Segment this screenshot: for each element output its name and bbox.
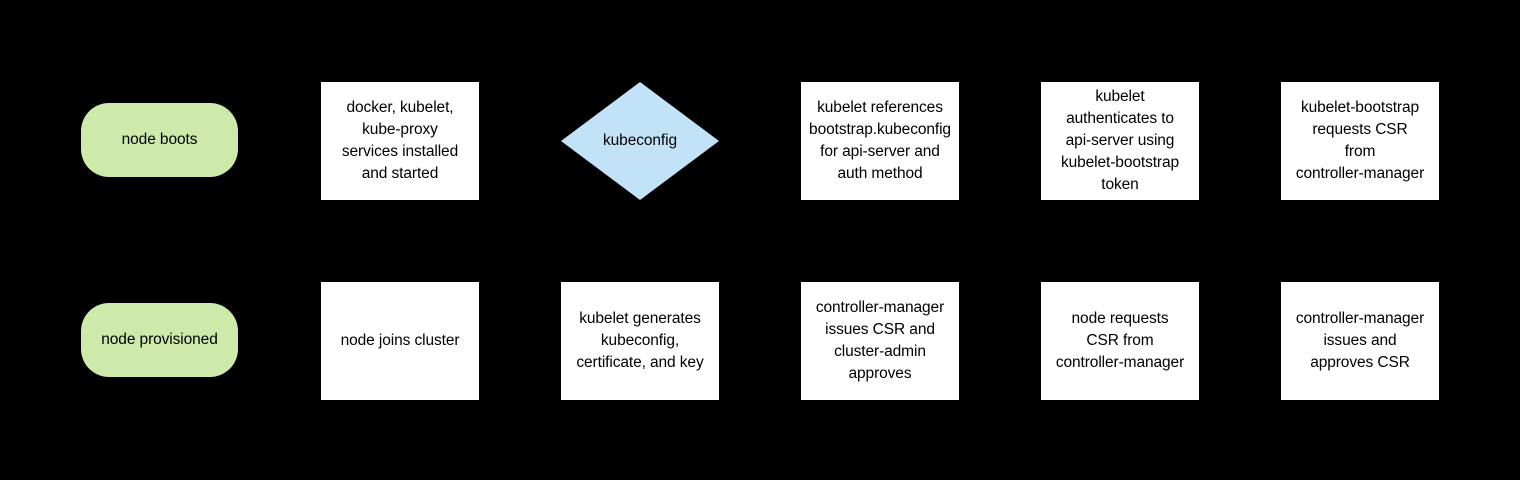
flow-node-label: node boots	[121, 131, 198, 148]
flow-node-services-installed[interactable]: docker, kubelet, kube-proxy services ins…	[321, 82, 479, 200]
flow-node-label: kubelet-bootstrap requests CSR from cont…	[1295, 99, 1425, 182]
flow-node-label: kubelet references bootstrap.kubeconfig …	[809, 99, 951, 182]
flow-node-label: node joins cluster	[340, 332, 460, 349]
flow-node-label: controller-manager issues CSR and cluste…	[815, 299, 945, 382]
flow-node-kubelet-generates-kubeconfig[interactable]: kubelet generates kubeconfig, certificat…	[561, 282, 719, 400]
flow-node-label: docker, kubelet, kube-proxy services ins…	[341, 99, 459, 182]
flow-node-kubeconfig-decision[interactable]: kubeconfig	[561, 82, 719, 200]
flow-node-controller-manager-approves-csr[interactable]: controller-manager issues and approves C…	[1281, 282, 1439, 400]
flow-node-node-provisioned[interactable]: node provisioned	[81, 303, 238, 377]
flow-node-label: kubeconfig	[603, 132, 677, 149]
flow-node-kubelet-authenticates[interactable]: kubelet authenticates to api-server usin…	[1041, 82, 1199, 200]
flow-node-label: kubelet generates kubeconfig, certificat…	[576, 310, 704, 371]
flow-node-node-requests-csr[interactable]: node requests CSR from controller-manage…	[1041, 282, 1199, 400]
flow-node-controller-manager-issues-csr[interactable]: controller-manager issues CSR and cluste…	[801, 282, 959, 400]
flow-node-label: node provisioned	[101, 331, 218, 348]
flow-node-label: node requests CSR from controller-manage…	[1055, 310, 1185, 371]
flow-node-kubelet-bootstrap-requests-csr[interactable]: kubelet-bootstrap requests CSR from cont…	[1281, 82, 1439, 200]
flow-node-kubelet-references-bootstrap[interactable]: kubelet references bootstrap.kubeconfig …	[801, 82, 959, 200]
flow-node-label: kubelet authenticates to api-server usin…	[1060, 88, 1180, 193]
flow-node-node-boots[interactable]: node boots	[81, 103, 238, 177]
flow-node-label: controller-manager issues and approves C…	[1295, 310, 1425, 371]
flow-node-node-joins-cluster[interactable]: node joins cluster	[321, 282, 479, 400]
